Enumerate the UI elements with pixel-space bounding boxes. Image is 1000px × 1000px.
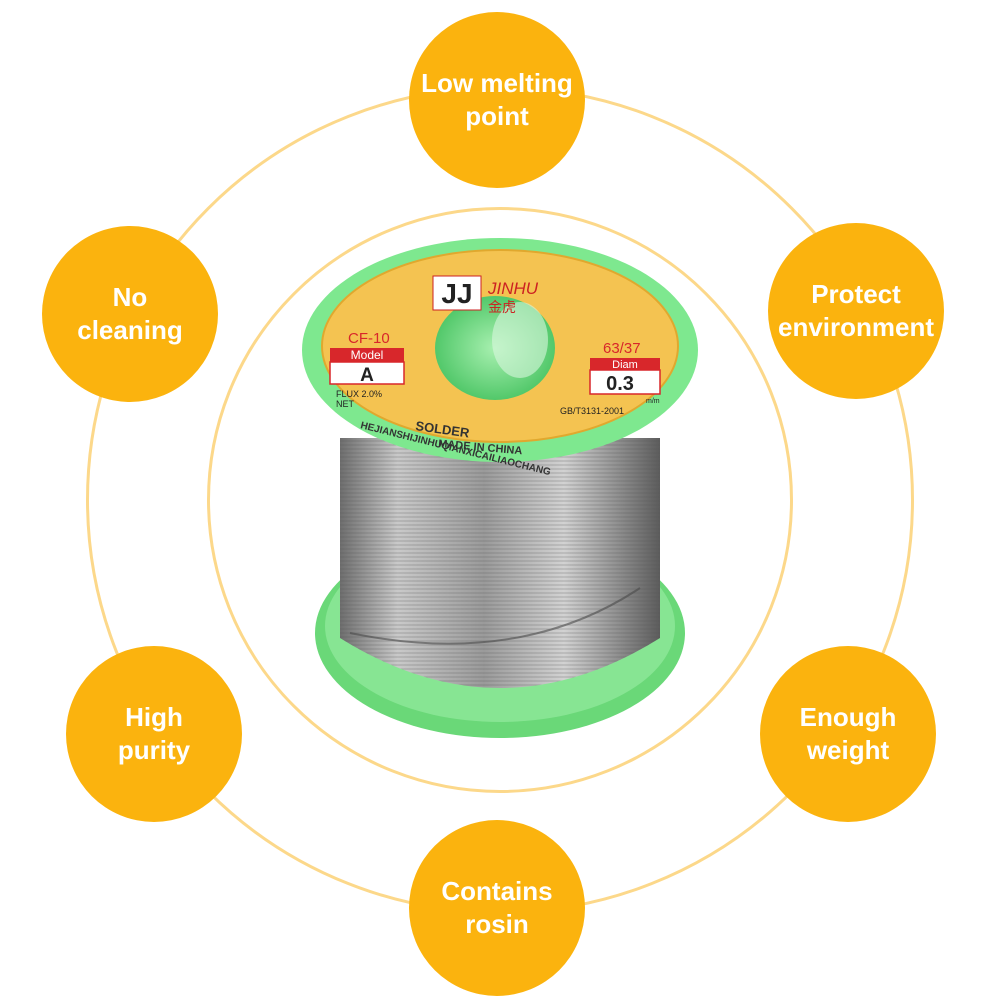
inner-ring: [207, 207, 793, 793]
brand-name: JINHU: [487, 279, 539, 298]
feature-badge-enough-weight: Enough weight: [760, 646, 936, 822]
brand-logo: [432, 275, 482, 311]
model-value: A: [360, 365, 374, 386]
flux-text: FLUX 2.0%: [336, 389, 382, 399]
diam-value: 0.3: [606, 373, 634, 395]
product-code: CF-10: [348, 330, 390, 347]
feature-badge-low-melting-point: Low melting point: [409, 12, 585, 188]
logo-text: JJ: [441, 278, 472, 309]
standard-text: GB/T3131-2001: [560, 406, 624, 416]
wire-coil: [340, 438, 660, 688]
net-text: NET: [336, 399, 355, 409]
alloy-ratio: 63/37: [603, 340, 641, 357]
diam-label: Diam: [612, 359, 638, 371]
feature-badge-protect-environment: Protect environment: [768, 223, 944, 399]
diam-unit: m/m: [646, 398, 660, 405]
feature-badge-no-cleaning: No cleaning: [42, 226, 218, 402]
solder-spool-image: JJ JINHU 金虎 CF-10 Model A FLUX 2.0% NET …: [302, 238, 698, 738]
model-label: Model: [351, 348, 384, 362]
feature-badge-contains-rosin: Contains rosin: [409, 820, 585, 996]
brand-chinese: 金虎: [488, 299, 516, 315]
feature-badge-high-purity: High purity: [66, 646, 242, 822]
